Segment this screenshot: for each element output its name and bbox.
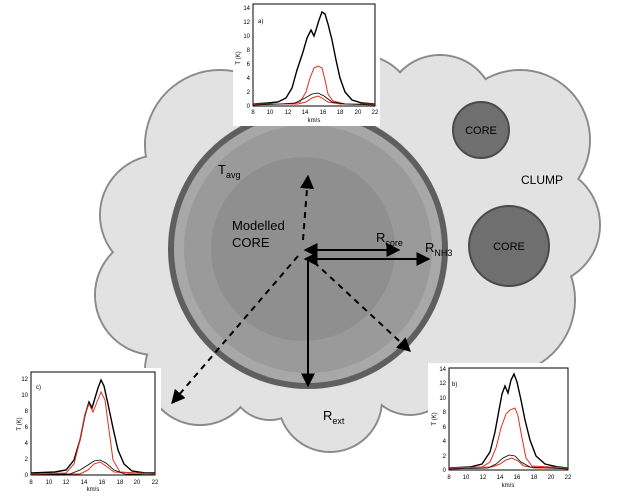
panel-c-label: c) bbox=[36, 385, 41, 391]
svg-text:18: 18 bbox=[117, 480, 124, 486]
svg-text:14: 14 bbox=[497, 475, 504, 481]
svg-text:20: 20 bbox=[548, 475, 555, 481]
core-right-label: CORE bbox=[493, 241, 525, 253]
panel-a-model-spectrum-1 bbox=[253, 65, 375, 105]
svg-text:10: 10 bbox=[21, 393, 28, 399]
svg-text:18: 18 bbox=[337, 110, 344, 116]
panel-b-yticks: 0 2 4 6 8 10 12 14 bbox=[439, 367, 446, 474]
svg-text:10: 10 bbox=[439, 396, 446, 402]
panel-c-total-spectrum bbox=[30, 378, 155, 474]
svg-text:22: 22 bbox=[152, 480, 159, 486]
panel-b-residual-spectrum bbox=[448, 454, 569, 470]
svg-text:22: 22 bbox=[372, 110, 379, 116]
svg-text:16: 16 bbox=[99, 480, 106, 486]
panel-b-total-spectrum bbox=[448, 372, 569, 469]
svg-text:6: 6 bbox=[443, 425, 447, 431]
panel-a-xticks: 8 10 12 14 16 18 20 22 bbox=[251, 110, 379, 116]
panel-c-residual-spectrum bbox=[30, 459, 156, 476]
small-core-top bbox=[452, 101, 510, 159]
svg-text:14: 14 bbox=[81, 480, 88, 486]
svg-text:16: 16 bbox=[514, 475, 521, 481]
svg-text:12: 12 bbox=[439, 381, 446, 387]
panel-a-label: a) bbox=[258, 19, 263, 25]
small-core-right bbox=[468, 205, 550, 287]
svg-text:8: 8 bbox=[443, 410, 447, 416]
svg-text:14: 14 bbox=[439, 367, 446, 373]
panel-b-ylabel: T (K) bbox=[432, 412, 438, 425]
svg-text:14: 14 bbox=[302, 110, 309, 116]
t-avg-label: Tavg bbox=[218, 162, 240, 180]
svg-text:12: 12 bbox=[63, 480, 70, 486]
panel-a-ylabel: T (K) bbox=[236, 51, 242, 64]
svg-text:10: 10 bbox=[243, 34, 250, 40]
svg-text:20: 20 bbox=[134, 480, 141, 486]
svg-text:8: 8 bbox=[25, 409, 29, 415]
svg-text:16: 16 bbox=[320, 110, 327, 116]
svg-text:6: 6 bbox=[247, 62, 251, 68]
svg-text:2: 2 bbox=[247, 90, 251, 96]
svg-text:6: 6 bbox=[25, 425, 29, 431]
panel-b-label: b) bbox=[452, 382, 457, 388]
spectrum-panel-a: 0 2 4 6 8 10 12 14 8 10 12 14 16 18 20 2… bbox=[233, 0, 380, 126]
modelled-core-label-line2: CORE bbox=[232, 235, 270, 250]
panel-a-yticks: 0 2 4 6 8 10 12 14 bbox=[243, 6, 250, 110]
svg-text:12: 12 bbox=[21, 377, 28, 383]
svg-text:2: 2 bbox=[443, 454, 447, 460]
panel-c-xticks: 8 10 12 14 16 18 20 22 bbox=[29, 480, 159, 486]
panel-c-model-spectrum-1 bbox=[30, 390, 156, 475]
svg-text:0: 0 bbox=[443, 468, 447, 474]
panel-b-xlabel: km/s bbox=[502, 483, 515, 489]
spectrum-panel-c: 0 2 4 6 8 10 12 8 10 12 14 16 18 20 22 k… bbox=[17, 368, 161, 493]
core-top-label: CORE bbox=[465, 125, 497, 137]
svg-text:4: 4 bbox=[247, 76, 251, 82]
panel-a-total-spectrum bbox=[252, 10, 376, 105]
svg-text:8: 8 bbox=[447, 475, 451, 481]
panel-b-model-spectrum-1 bbox=[448, 407, 569, 469]
panel-c-ylabel: T (K) bbox=[17, 417, 23, 430]
svg-text:10: 10 bbox=[46, 480, 53, 486]
svg-text:10: 10 bbox=[463, 475, 470, 481]
panel-c-yticks: 0 2 4 6 8 10 12 bbox=[21, 377, 28, 479]
panel-c-model-spectrum-2 bbox=[31, 461, 156, 475]
svg-text:4: 4 bbox=[25, 441, 29, 447]
svg-text:8: 8 bbox=[251, 110, 255, 116]
svg-text:8: 8 bbox=[29, 480, 33, 486]
svg-text:22: 22 bbox=[565, 475, 572, 481]
svg-text:10: 10 bbox=[267, 110, 274, 116]
svg-text:8: 8 bbox=[247, 48, 251, 54]
panel-a-residual-spectrum bbox=[252, 92, 376, 106]
panel-c-xlabel: km/s bbox=[87, 487, 100, 493]
svg-text:0: 0 bbox=[247, 104, 251, 110]
svg-text:12: 12 bbox=[243, 20, 250, 26]
radius-arrows bbox=[171, 174, 431, 405]
modelled-core-label-line1: Modelled bbox=[232, 218, 285, 233]
svg-text:18: 18 bbox=[531, 475, 538, 481]
panel-a-model-spectrum-2 bbox=[253, 95, 375, 105]
svg-text:12: 12 bbox=[480, 475, 487, 481]
panel-b-xticks: 8 10 12 14 16 18 20 22 bbox=[447, 475, 572, 481]
svg-text:4: 4 bbox=[443, 439, 447, 445]
clump-label: CLUMP bbox=[521, 173, 563, 187]
svg-text:14: 14 bbox=[243, 6, 250, 12]
svg-text:2: 2 bbox=[25, 457, 29, 463]
panel-a-xlabel: km/s bbox=[308, 118, 321, 124]
svg-text:20: 20 bbox=[355, 110, 362, 116]
svg-text:0: 0 bbox=[25, 473, 29, 479]
r-ext-label: Rext bbox=[323, 408, 345, 426]
svg-text:12: 12 bbox=[285, 110, 292, 116]
r-nh3-label: RNH3 bbox=[425, 240, 452, 258]
spectrum-panel-b: 0 2 4 6 8 10 12 14 8 10 12 14 16 18 20 2… bbox=[428, 363, 573, 493]
r-core-label: Rcore bbox=[376, 230, 403, 248]
